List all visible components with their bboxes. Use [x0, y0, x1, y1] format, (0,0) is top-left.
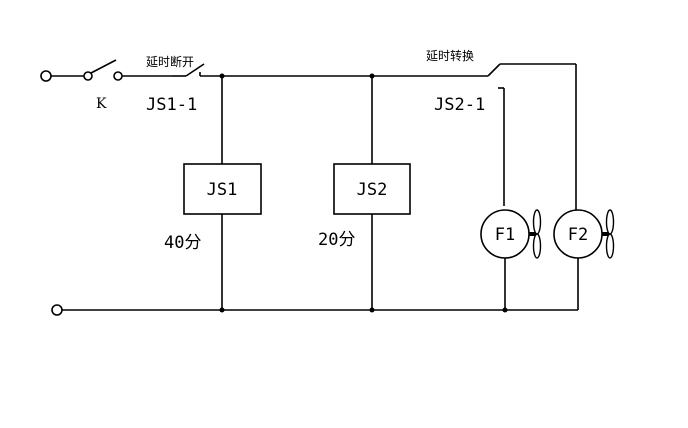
relay-js2-name: JS2 — [357, 180, 388, 200]
input-terminal-top — [40, 70, 52, 82]
contact-js1-1 — [172, 63, 222, 77]
relay-js1 — [183, 163, 262, 215]
contact-js2-1-name: JS2-1 — [434, 95, 485, 115]
fan-blade-icon — [605, 209, 615, 235]
junction-dot — [219, 307, 225, 313]
fan-f1-name: F1 — [495, 225, 515, 245]
fan-blade-icon — [532, 233, 542, 259]
contact-js2-1 — [487, 63, 577, 212]
fan-blade-icon — [532, 209, 542, 235]
input-terminal-bottom — [51, 304, 63, 316]
contact-js1-1-function: 延时断开 — [146, 54, 194, 69]
relay-js1-name: JS1 — [207, 180, 238, 200]
fan-f1 — [480, 209, 542, 259]
contact-js1-1-name: JS1-1 — [146, 95, 197, 115]
fan-blade-icon — [605, 233, 615, 259]
fan-f2-name: F2 — [568, 225, 588, 245]
switch-k-label: K — [96, 96, 107, 112]
junction-dot — [502, 307, 508, 313]
junction-dot — [369, 307, 375, 313]
relay-js1-delay: 40分 — [164, 233, 201, 253]
contact-js2-1-function: 延时转换 — [426, 48, 474, 63]
switch-k — [83, 59, 123, 81]
relay-js2-delay: 20分 — [318, 230, 355, 250]
relay-js2 — [333, 163, 411, 215]
